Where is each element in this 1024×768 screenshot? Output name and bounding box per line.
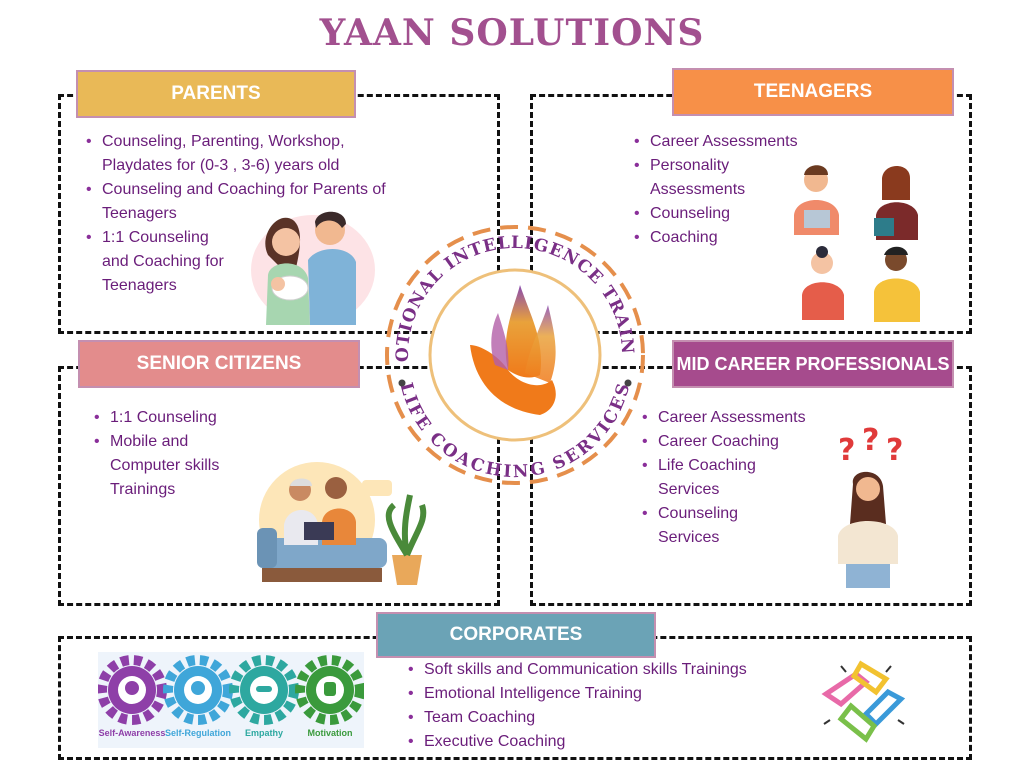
empathy-gear [229,655,299,725]
list-item: Executive Coaching [406,730,806,754]
brain-gear-icon [191,681,205,695]
list-item: Coaching [632,226,822,250]
self-awareness-gear [98,655,167,725]
dashed-ring [385,225,645,485]
list-item: 1:1 Counseling and Coaching for Teenager… [84,226,234,298]
question-mark-icon: ? [838,433,855,468]
list-item: Counseling and Coaching for Parents of T… [84,178,414,226]
list-item: Counseling Services [640,502,760,550]
list-item: Soft skills and Communication skills Tra… [406,658,806,682]
parents-illustration [251,211,375,325]
motivation-gear [295,655,364,725]
flame-hand-icon [470,285,556,415]
midcareer-header: MID CAREER PROFESSIONALS [672,340,954,388]
list-item: Counseling, Parenting, Workshop, Playdat… [84,130,414,178]
parents-header: PARENTS [76,70,356,118]
list-item: Emotional Intelligence Training [406,682,806,706]
midcareer-list: Career Assessments Career Coaching Life … [640,406,830,550]
teamwork-hands-icon [821,660,906,743]
list-item: Counseling [632,202,822,226]
teenagers-illustration [794,165,920,322]
question-mark-icon: ? [886,433,903,468]
list-item: Life Coaching Services [640,454,780,502]
seniors-list: 1:1 Counseling Mobile and Computer skill… [92,406,252,502]
list-item: Career Assessments [632,130,822,154]
gear-label: Self-Regulation [165,728,231,738]
list-item: Mobile and Computer skills Trainings [92,430,252,502]
center-emblem: EMOTIONAL INTELLIGENCE TRAINING LIFE COA… [380,205,645,485]
self-regulation-gear [163,655,233,725]
seniors-header: SENIOR CITIZENS [78,340,360,388]
seniors-illustration [257,462,427,585]
list-item: Career Coaching [640,430,830,454]
gear-label: Empathy [245,728,283,738]
eq-gears: Self-Awareness Self-Regulation Empathy M… [98,655,364,738]
page-title: YAAN SOLUTIONS [319,12,705,54]
list-item: Team Coaching [406,706,806,730]
parents-list: Counseling, Parenting, Workshop, Playdat… [84,130,414,298]
fist-icon [324,682,336,696]
gear-label: Self-Awareness [99,728,166,738]
teenagers-header: TEENAGERS [672,68,954,116]
question-mark-icon: ? [862,424,879,458]
handshake-icon [256,686,272,692]
head-icon [125,681,139,695]
midcareer-illustration: ? ? ? [838,424,903,588]
gear-label: Motivation [308,728,353,738]
list-item: Career Assessments [640,406,830,430]
corporates-list: Soft skills and Communication skills Tra… [406,658,806,754]
separator-dot [398,379,406,387]
corporates-header: CORPORATES [376,612,656,658]
list-item: Personality Assessments [632,154,762,202]
separator-dot [624,379,632,387]
list-item: 1:1 Counseling [92,406,252,430]
teenagers-list: Career Assessments Personality Assessmen… [632,130,822,250]
